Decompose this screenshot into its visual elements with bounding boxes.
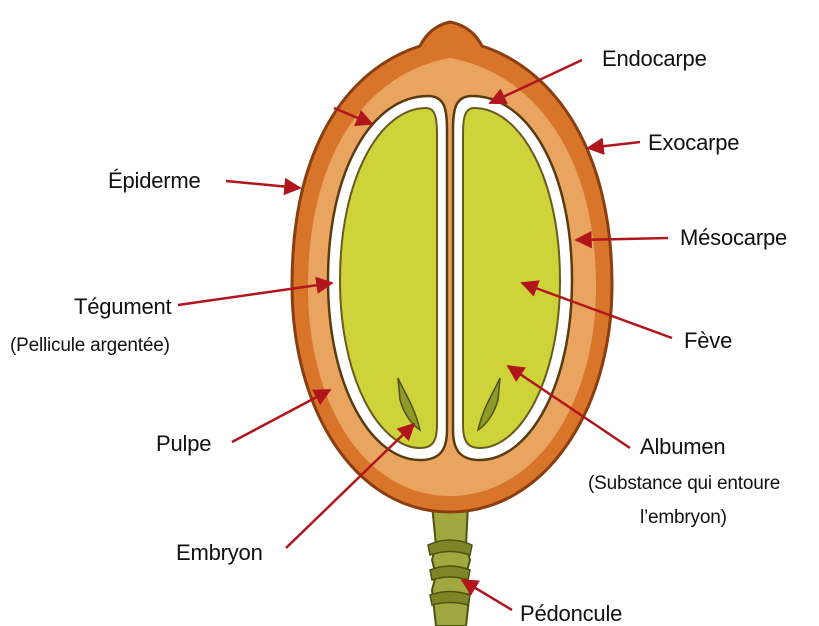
label-pulpe: Pulpe [156, 433, 211, 455]
arrow-pulpe [232, 390, 330, 442]
peduncle-stem [428, 505, 472, 626]
label-mesocarpe: Mésocarpe [680, 227, 787, 249]
label-pedoncule: Pédoncule [520, 603, 622, 625]
label-feve: Fève [684, 330, 732, 352]
label-exocarpe: Exocarpe [648, 132, 739, 154]
label-endocarpe: Endocarpe [602, 48, 707, 70]
label-albumen-note-line1: (Substance qui entoure [588, 474, 780, 493]
label-albumen: Albumen [640, 436, 725, 458]
arrow-exocarpe [588, 142, 640, 148]
label-embryon: Embryon [176, 542, 263, 564]
label-epiderme: Épiderme [108, 170, 201, 192]
label-tegument-note: (Pellicule argentée) [10, 336, 170, 355]
label-albumen-note-line2: l’embryon) [640, 508, 727, 527]
label-tegument: Tégument [74, 296, 171, 318]
arrow-epiderme [226, 181, 300, 188]
